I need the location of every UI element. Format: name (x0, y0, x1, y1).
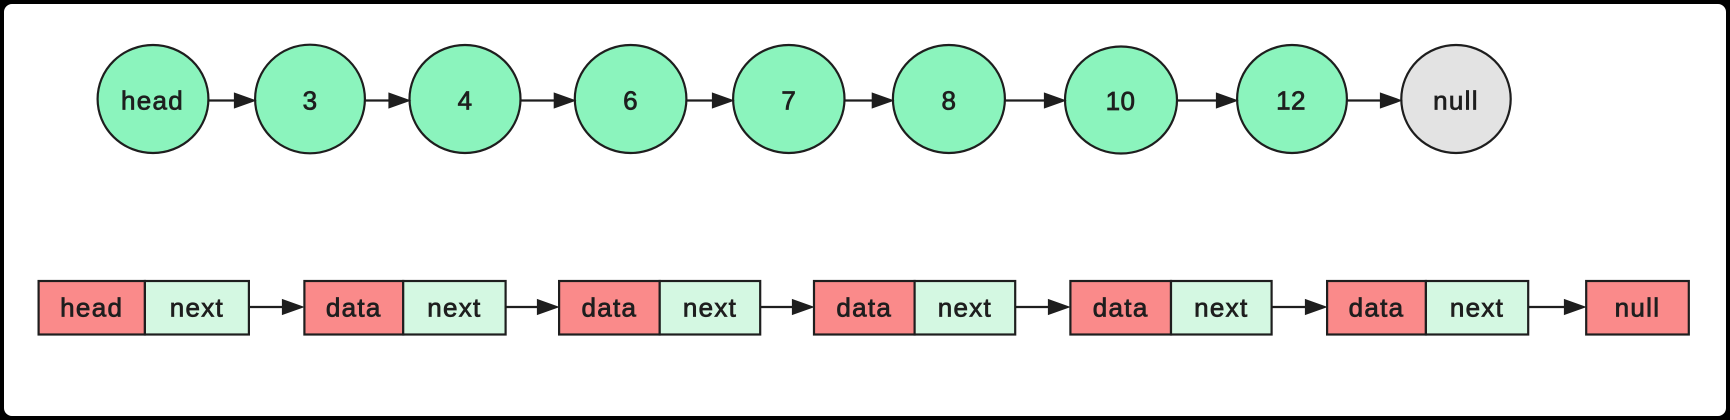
svg-text:6: 6 (623, 86, 638, 116)
svg-text:next: next (1194, 293, 1248, 323)
svg-text:null: null (1615, 293, 1661, 323)
svg-text:next: next (170, 293, 224, 323)
svg-text:head: head (121, 86, 184, 116)
svg-text:next: next (1450, 293, 1504, 323)
svg-text:next: next (427, 293, 481, 323)
svg-text:next: next (683, 293, 737, 323)
svg-text:head: head (60, 293, 123, 323)
svg-text:data: data (1349, 293, 1405, 323)
svg-text:data: data (836, 293, 892, 323)
svg-text:data: data (581, 293, 637, 323)
svg-text:3: 3 (303, 86, 318, 116)
svg-text:data: data (1093, 293, 1149, 323)
svg-text:next: next (938, 293, 992, 323)
svg-text:null: null (1433, 86, 1479, 116)
svg-text:12: 12 (1276, 86, 1306, 116)
svg-text:10: 10 (1106, 86, 1136, 116)
svg-text:4: 4 (458, 86, 473, 116)
svg-text:8: 8 (941, 86, 956, 116)
svg-text:data: data (326, 293, 382, 323)
svg-text:7: 7 (781, 86, 796, 116)
